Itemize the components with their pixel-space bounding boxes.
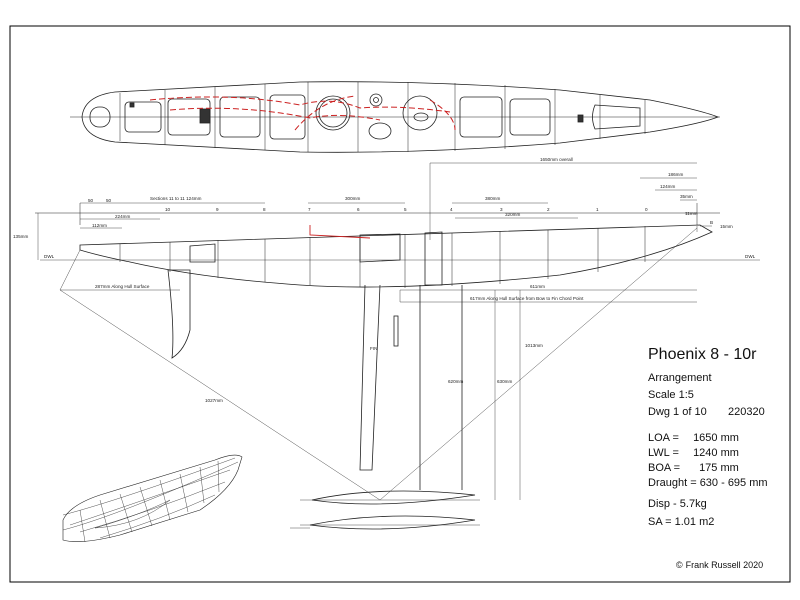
spec-draught-value: 630 - 695 mm — [699, 477, 768, 489]
dim-11: 11mm — [685, 211, 698, 216]
section-5: 5 — [404, 207, 407, 212]
dim-124: 124mm — [660, 184, 675, 189]
spec-loa-value: 1650 mm — [693, 432, 739, 444]
drawing-frame — [9, 25, 791, 583]
drawing-date: 220320 — [728, 406, 765, 418]
dim-630: 630mm — [497, 379, 512, 384]
dim-380: 380mm — [485, 196, 500, 201]
drawing-number: Dwg 1 of 10 — [648, 406, 707, 418]
dim-224: 224mm — [115, 214, 130, 219]
section-9: 9 — [216, 207, 219, 212]
drawing-title: Phoenix 8 - 10r — [648, 346, 757, 363]
dim-186: 186mm — [668, 172, 683, 177]
section-8: 8 — [263, 207, 266, 212]
copyright-notice: ©Frank Russell 2020 — [676, 560, 763, 570]
spec-boa-value: 175 mm — [699, 462, 739, 474]
spec-boa-key: BOA = — [648, 462, 681, 474]
spec-lwl: LWL = 1240 mm — [648, 447, 739, 459]
overall-length-label: 1650mm overall — [540, 157, 573, 162]
dimension-lines — [37, 162, 712, 501]
dim-1027: 1027mm — [205, 398, 223, 403]
spec-draught: Draught = 630 - 695 mm — [648, 477, 768, 489]
dim-1013: 1013mm — [525, 343, 543, 348]
section-7: 7 — [308, 207, 311, 212]
section-3: 3 — [500, 207, 503, 212]
dwl-right: DWL — [745, 254, 756, 259]
sections-label: Sections 11 to 11 124mm — [150, 196, 202, 201]
section-0: 0 — [645, 207, 648, 212]
dim-617: 617mm Along Hull Surface from Bow to Fin… — [470, 296, 584, 301]
spec-lwl-value: 1240 mm — [693, 447, 739, 459]
dim-112: 112mm — [92, 223, 107, 228]
profile-red-line — [309, 225, 371, 239]
dwl-left: DWL — [44, 254, 55, 259]
dim-620: 620mm — [448, 379, 463, 384]
drawing-subtitle: Arrangement — [648, 372, 712, 384]
dim-300: 300mm — [345, 196, 360, 201]
spec-loa-key: LOA = — [648, 432, 679, 444]
dim-287: 287mm Along Hull Surface — [95, 284, 150, 289]
dim-135: 135mm — [13, 234, 28, 239]
section-1: 1 — [596, 207, 599, 212]
sail-area: SA = 1.01 m2 — [648, 516, 715, 528]
deck-plan-view — [70, 81, 720, 153]
stern-dim-1: 50 — [88, 198, 94, 203]
displacement: Disp - 5.7kg — [648, 498, 707, 510]
spec-lwl-key: LWL = — [648, 447, 679, 459]
copyright-icon: © — [676, 560, 683, 570]
spec-boa: BOA = 175 mm — [648, 462, 739, 474]
section-6: 6 — [357, 207, 360, 212]
fin-label: FIN — [370, 346, 377, 351]
bow-label: B — [710, 220, 713, 225]
deck-red-lines — [149, 95, 456, 131]
dim-320: 320mm — [505, 212, 520, 217]
section-2: 2 — [547, 207, 550, 212]
dim-611: 611mm — [530, 284, 545, 289]
dim-35: 35mm — [680, 194, 693, 199]
spec-draught-key: Draught = — [648, 477, 697, 489]
spec-loa: LOA = 1650 mm — [648, 432, 739, 444]
section-10: 10 — [165, 207, 171, 212]
copyright-text: Frank Russell 2020 — [685, 560, 764, 570]
dim-15: 15mm — [720, 224, 733, 229]
hull-3d-view — [62, 454, 243, 543]
section-4: 4 — [450, 207, 453, 212]
drawing-scale: Scale 1:5 — [648, 389, 694, 401]
stern-dim-2: 50 — [106, 198, 112, 203]
dimension-labels: 1650mm overall Sections 11 to 11 124mm 1… — [13, 157, 756, 403]
profile-view — [35, 203, 760, 530]
